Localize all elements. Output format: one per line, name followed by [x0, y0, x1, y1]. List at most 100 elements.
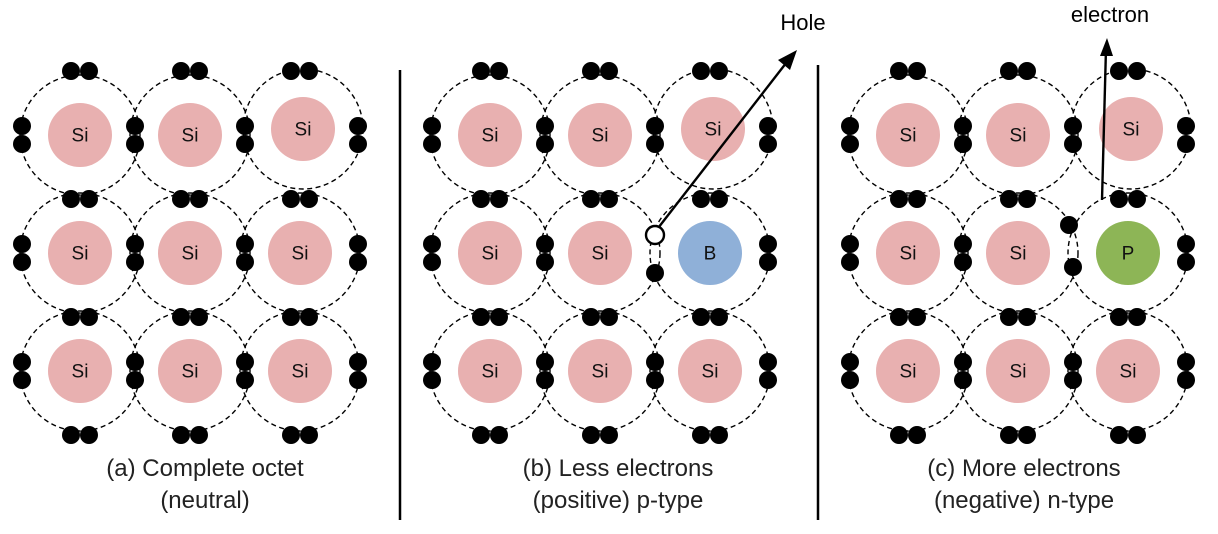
hole-marker — [644, 224, 666, 246]
orbit-ring — [847, 74, 969, 196]
orbit-ring — [539, 310, 661, 432]
si-nucleus — [458, 339, 522, 403]
electron — [1064, 258, 1082, 276]
si-nucleus — [271, 97, 335, 161]
si-nucleus — [48, 339, 112, 403]
electron-pair — [954, 117, 972, 135]
electron-pair — [600, 190, 618, 208]
si-nucleus — [986, 221, 1050, 285]
electron-pair — [172, 308, 190, 326]
atom-label: Si — [592, 126, 609, 147]
electron-pair — [13, 135, 31, 153]
electron-pair — [536, 135, 554, 153]
orbit-ring — [429, 310, 551, 432]
electron-pair — [282, 308, 300, 326]
caption-b-line1: (b) Less electrons — [523, 455, 714, 482]
electron-pair — [62, 426, 80, 444]
electron-pair — [841, 353, 859, 371]
electron-pair — [646, 135, 664, 153]
caption-a-line1: (a) Complete octet — [106, 455, 304, 482]
electron-pair — [646, 117, 664, 135]
electron-pair — [582, 308, 600, 326]
electron-pair — [300, 426, 318, 444]
electron-pair — [126, 135, 144, 153]
electron-pair — [236, 253, 254, 271]
electron-pair — [1110, 62, 1128, 80]
electron-pair — [908, 308, 926, 326]
orbit-ring — [19, 192, 141, 314]
electron-pair — [536, 253, 554, 271]
electron-arrow-head — [1100, 38, 1113, 56]
caption-b-line2: (positive) p-type — [533, 487, 704, 514]
orbit-ring — [649, 310, 771, 432]
electron-pair — [954, 253, 972, 271]
electron-pair — [759, 135, 777, 153]
orbit-ring — [19, 74, 141, 196]
electron-pair — [1177, 117, 1195, 135]
atom-label: Si — [72, 244, 89, 265]
electron-pair — [80, 62, 98, 80]
si-nucleus — [986, 339, 1050, 403]
electron-pair — [172, 62, 190, 80]
si-nucleus — [568, 339, 632, 403]
electron-callout: electron — [1071, 2, 1149, 201]
si-nucleus — [268, 339, 332, 403]
electron-pair — [349, 371, 367, 389]
electron-pair — [582, 62, 600, 80]
electron-pair — [1064, 117, 1082, 135]
electron-pair — [490, 190, 508, 208]
atom-label: Si — [1120, 362, 1137, 383]
electron-pair — [536, 117, 554, 135]
electron-pair — [1000, 190, 1018, 208]
electron-pair — [13, 353, 31, 371]
atom-label: Si — [482, 244, 499, 265]
electron-pair — [62, 308, 80, 326]
si-nucleus — [48, 103, 112, 167]
extra-electron — [1060, 216, 1078, 234]
electron-pair — [126, 353, 144, 371]
orbit-ring — [429, 74, 551, 196]
electron-pair — [1064, 371, 1082, 389]
electron-pair — [300, 62, 318, 80]
atom-label: Si — [482, 362, 499, 383]
electron-pair — [472, 190, 490, 208]
caption-c-line1: (c) More electrons — [927, 455, 1120, 482]
electron-pair — [600, 426, 618, 444]
atom-label: Si — [705, 120, 722, 141]
electron-pair — [536, 235, 554, 253]
si-nucleus — [678, 339, 742, 403]
electron-pair — [536, 371, 554, 389]
electron-pair — [1110, 426, 1128, 444]
electron-pair — [349, 253, 367, 271]
si-nucleus — [681, 97, 745, 161]
electron-pair — [423, 117, 441, 135]
electron-pair — [582, 190, 600, 208]
electron — [646, 264, 664, 282]
electron-pair — [841, 135, 859, 153]
electron-pair — [490, 308, 508, 326]
electron-pair — [692, 426, 710, 444]
hole-label: Hole — [780, 10, 825, 35]
electron-pair — [472, 308, 490, 326]
electron-pair — [1000, 426, 1018, 444]
electron-pair — [841, 117, 859, 135]
electron-pair — [190, 190, 208, 208]
electron-pair — [80, 308, 98, 326]
atom-label: Si — [1010, 126, 1027, 147]
si-nucleus — [1099, 97, 1163, 161]
electron-pair — [1177, 353, 1195, 371]
electron-pair — [490, 62, 508, 80]
electron-pair — [126, 117, 144, 135]
orbit-ring — [957, 192, 1079, 314]
electron-pair — [692, 190, 710, 208]
atom-label: Si — [72, 362, 89, 383]
electron-pair — [126, 253, 144, 271]
electron-pair — [349, 353, 367, 371]
atom-label: Si — [482, 126, 499, 147]
atom-label: Si — [1123, 120, 1140, 141]
orbit-ring — [129, 74, 251, 196]
si-nucleus — [876, 339, 940, 403]
atom-label: B — [704, 244, 717, 265]
electron-pair — [62, 190, 80, 208]
